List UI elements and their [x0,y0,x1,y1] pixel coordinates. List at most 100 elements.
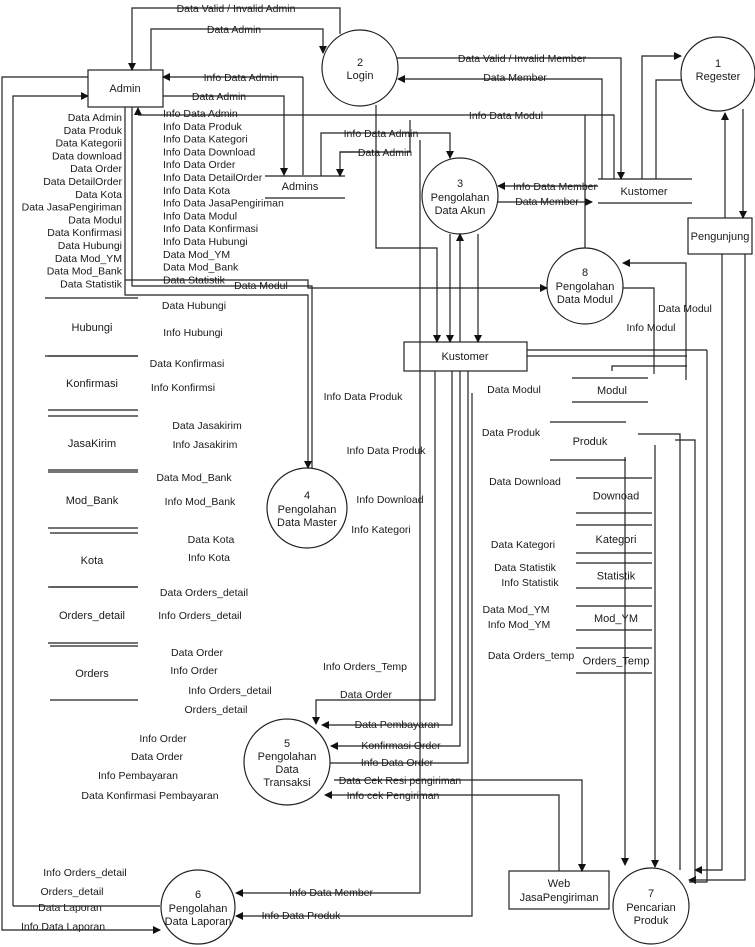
entity-pengunjung[interactable]: Pengunjung [687,217,753,255]
flow-label: Info Data Kota [163,185,230,197]
flow-label: Info Pembayaran [98,770,178,782]
process-5-pengolahan-data-transaksi[interactable]: 5 Pengolahan Data Transaksi [243,718,331,806]
flow-label: Data Admin [192,91,246,103]
store-orders[interactable]: Orders [50,645,138,701]
store-mod_ym[interactable]: Mod_YM [576,605,652,631]
store-label: Konfirmasi [66,378,118,390]
flow-label: Info Download [356,494,423,506]
flow-label: Info Data Admin [163,108,238,120]
store-modul[interactable]: Modul [572,377,648,403]
flow-label: Info Data Produk [324,391,404,403]
flow-label: Info Orders_detail [43,867,126,879]
store-kustomer[interactable]: Kustomer [598,178,692,204]
flow-label: Data Mod_Bank [156,472,232,484]
process-number: 5 [284,738,290,750]
flow-label: Info Order [139,733,187,745]
flow-label: Data Statistik [494,562,557,574]
entity-pengunjung-label: Pengunjung [691,231,750,243]
flow-label: Data Konfirmasi [47,227,122,239]
flow-label: Info Data Produk [163,121,243,133]
flow-label: Info Data Produk [347,445,427,457]
flow-label: Info Data Konfirmasi [163,223,258,235]
store-kota[interactable]: Kota [50,532,138,588]
flow-label: Data Laporan [38,902,102,914]
web-label-2: JasaPengiriman [520,892,599,904]
flow-label: Data Member [515,196,579,208]
flow-label: Info Data Member [289,887,374,899]
entity-admin-label: Admin [109,83,140,95]
process-6-pengolahan-data-laporan[interactable]: 6 Pengolahan Data Laporan [160,869,236,945]
process-number: 4 [304,490,310,502]
process-label: Pengolahan [556,281,615,293]
entity-kustomer[interactable]: Kustomer [403,341,528,372]
flow-label: Info Orders_detail [158,610,241,622]
flow-label: Data Order [131,751,183,763]
store-label: JasaKirim [68,438,116,450]
entity-kustomer-label: Kustomer [441,351,488,363]
store-label: Kustomer [620,186,667,198]
flow-label: Data Hubungi [58,240,122,252]
flow-label: Data Mod_Bank [163,262,239,274]
process-3-pengolahan-data-akun[interactable]: 3 Pengolahan Data Akun [421,157,499,235]
entity-web-jasapengiriman[interactable]: Web JasaPengiriman [508,870,610,910]
flow-label: Info Statistik [501,577,559,589]
process-1-regester[interactable]: 1 Regester [680,36,755,112]
process-number: 3 [457,178,463,190]
process-label: Pengolahan [431,192,490,204]
web-label-1: Web [548,878,570,890]
process-label: Data [275,764,299,776]
flow-label: Data Statistik [60,278,123,290]
process-number: 1 [715,58,721,70]
store-produk[interactable]: Produk [550,421,626,461]
flow-label: Info Data Hubungi [163,236,248,248]
process-label: Data Master [277,517,337,529]
store-konfirmasi[interactable]: Konfirmasi [48,355,138,411]
store-label: Orders [75,668,109,680]
store-jasakirim[interactable]: JasaKirim [48,415,138,471]
flow-label: Data Pembayaran [355,719,440,731]
store-kategori[interactable]: Kategori [576,524,652,554]
store-hubungi[interactable]: Hubungi [45,297,138,357]
flow-label: Data Kota [75,189,122,201]
process-4-pengolahan-data-master[interactable]: 4 Pengolahan Data Master [266,467,348,549]
flow-label: Data Kategorii [55,138,122,150]
flow-label: Data Modul [234,280,288,292]
flow-label: Data Mod_YM [163,249,230,261]
store-orders_detail[interactable]: Orders_detail [48,586,138,644]
flow-label: Data Order [340,689,392,701]
store-label: Mod_Bank [66,495,119,507]
flow-label: Info Kategori [351,524,411,536]
flow-label: Orders_detail [40,886,103,898]
store-mod_bank[interactable]: Mod_Bank [48,471,138,529]
flow-label: Info Data Order [163,159,236,171]
flow-label: Konfirmasi Order [361,740,441,752]
flow-label: Info Orders_Temp [323,661,407,673]
store-label: Admins [282,181,319,193]
flow-label: Info Data Produk [262,910,342,922]
process-label: Transaksi [263,777,310,789]
store-admins[interactable]: Admins [265,175,345,199]
flow-label: Data Valid / Invalid Admin [177,3,296,15]
store-statistik[interactable]: Statistik [576,562,652,589]
flow-label: Data Jasakirim [172,420,242,432]
flow-label: Info Mod_YM [488,619,550,631]
store-downoad[interactable]: Downoad [576,477,652,514]
flow-label: Data Modul [658,303,712,315]
process-label: Login [347,70,374,82]
process-7-pencarian-produk[interactable]: 7 Pencarian Produk [612,867,690,945]
flow-label: Data Download [489,476,561,488]
entity-admin[interactable]: Admin [87,69,164,108]
process-8-pengolahan-data-modul[interactable]: 8 Pengolahan Data Modul [546,247,624,325]
flow-label: Info Data Download [163,146,255,158]
process-2-login[interactable]: 2 Login [321,29,399,107]
process-number: 6 [195,889,201,901]
flow-label: Data Kota [188,534,235,546]
process-number: 2 [357,57,363,69]
flow-label: Data Admin [358,147,412,159]
store-label: Produk [573,436,608,448]
store-label: Mod_YM [594,613,638,625]
flow-label: Data Orders_temp [488,650,575,662]
flow-label: Data download [52,150,122,162]
store-orders_temp[interactable]: Orders_Temp [576,647,652,674]
